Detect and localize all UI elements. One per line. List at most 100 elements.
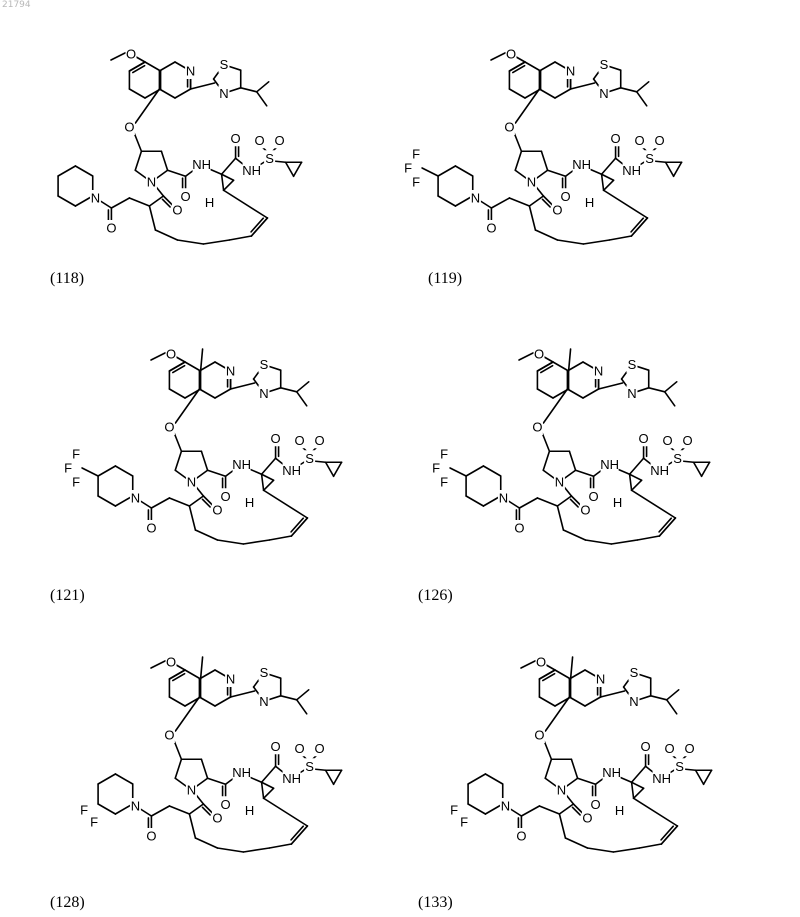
methoxy-o: O — [534, 347, 544, 362]
quinoline-benzo-ring — [169, 389, 185, 398]
sulfonamide-nh: NH — [282, 463, 301, 478]
pyrrolidine-ring — [135, 151, 141, 170]
sulfonyl-o: O — [663, 433, 673, 448]
macrocycle-chain — [217, 540, 243, 544]
macrocycle-chain — [529, 206, 535, 230]
sulfonyl-o: O — [295, 741, 305, 756]
biaryl-bond — [231, 691, 255, 697]
carbonyl-o: O — [212, 503, 222, 518]
quinoline-n: N — [594, 364, 603, 379]
sulfonyl-s: S — [675, 759, 684, 774]
cyclopropane-ring — [262, 782, 264, 798]
piperidine-n: N — [131, 491, 140, 506]
cyclopropane-ring — [630, 474, 632, 490]
macrocycle-chain — [195, 530, 217, 540]
isopropyl-bond — [651, 696, 667, 700]
bond — [276, 161, 286, 162]
carbonyl-o: O — [516, 829, 526, 844]
bond — [422, 168, 438, 176]
macrocycle-chain — [217, 848, 243, 852]
bond — [529, 196, 543, 206]
bond — [151, 498, 169, 508]
sulfonyl-s: S — [305, 451, 314, 466]
bond — [262, 458, 276, 474]
thiazole-s: S — [260, 357, 269, 372]
macrocycle-chain — [587, 848, 613, 852]
quinoline-pyridine-ring — [175, 89, 191, 98]
trifluoromethyl-f: F — [412, 147, 420, 162]
pyrrolidine-ring — [545, 759, 551, 778]
compound-128: NOSNONONHONHSOOHOONFF — [79, 654, 342, 852]
thiazole-n: N — [259, 694, 268, 709]
bond — [684, 461, 694, 462]
thiazole-s: S — [260, 665, 269, 680]
biaryl-bond — [571, 83, 595, 89]
sulfonamide-nh: NH — [650, 463, 669, 478]
macrocycle-chain — [634, 798, 678, 826]
isopropyl-bond — [665, 382, 677, 392]
biaryl-bond — [231, 383, 255, 389]
amide-nh: NH — [232, 765, 251, 780]
macrocycle-chain — [535, 230, 557, 240]
bond — [519, 498, 537, 508]
quinoline-benzo-ring — [169, 697, 185, 706]
piperidine-ring — [438, 166, 455, 176]
methoxy-o: O — [166, 347, 176, 362]
macrocycle-chain — [637, 536, 659, 540]
piperidine-ring — [466, 496, 483, 506]
bond — [169, 806, 189, 814]
quinoline-pyridine-ring — [159, 62, 175, 71]
bond — [82, 468, 98, 476]
pyrrolidine-ring — [543, 451, 549, 470]
quinoline-benzo-ring — [553, 362, 569, 371]
cyclopropyl-ring — [286, 162, 294, 176]
piperidine-n: N — [131, 799, 140, 814]
bond — [222, 158, 236, 174]
cyclopropane-ring — [632, 480, 642, 490]
carbonyl-o: O — [221, 797, 231, 812]
cyclopropyl-ring — [702, 462, 710, 476]
bond — [316, 461, 326, 462]
h-atom: H — [245, 495, 254, 510]
methyl-bond — [151, 352, 167, 360]
alkene-bond — [631, 218, 647, 236]
carbonyl-o: O — [641, 739, 651, 754]
pyrrolidine-n: N — [557, 783, 566, 798]
thiazole-n: N — [219, 86, 228, 101]
cyclopropane-ring — [632, 782, 634, 798]
bond — [151, 806, 169, 816]
isopropyl-bond — [649, 388, 665, 392]
compound-label-121: (121) — [50, 587, 85, 604]
alkene-bond — [661, 826, 677, 844]
biaryl-bond — [599, 383, 623, 389]
piperidine-ring — [98, 466, 115, 476]
piperidine-ring — [115, 466, 132, 476]
quinoline-pyridine-ring — [199, 389, 215, 398]
pyrrolidine-n: N — [147, 175, 156, 190]
fluoro-f: F — [90, 815, 98, 830]
compound-133: NOSNONONHONHSOOHOONFF — [449, 654, 712, 852]
biaryl-bond — [601, 691, 625, 697]
ether-o: O — [534, 728, 544, 743]
aromatic-bond — [541, 366, 553, 373]
methyl-bond — [201, 349, 203, 371]
quinoline-benzo-ring — [555, 670, 571, 679]
alkene-bond — [291, 826, 307, 844]
amide-nh: NH — [572, 157, 591, 172]
carbonyl-o: O — [486, 221, 496, 236]
pyrrolidine-n: N — [555, 475, 564, 490]
macrocycle-chain — [177, 240, 203, 244]
ether-o: O — [164, 420, 174, 435]
methyl-bond — [569, 349, 571, 371]
quinoline-benzo-ring — [539, 697, 555, 706]
macrocycle-chain — [189, 506, 195, 530]
carbonyl-o: O — [639, 431, 649, 446]
carbonyl-o: O — [106, 221, 116, 236]
quinoline-pyridine-ring — [567, 389, 583, 398]
bond — [510, 809, 521, 816]
pyrrolidine-n: N — [527, 175, 536, 190]
pyrrolidine-ring — [515, 151, 521, 170]
piperidine-ring — [115, 774, 132, 784]
thiazole-n: N — [627, 386, 636, 401]
bond — [189, 496, 203, 506]
